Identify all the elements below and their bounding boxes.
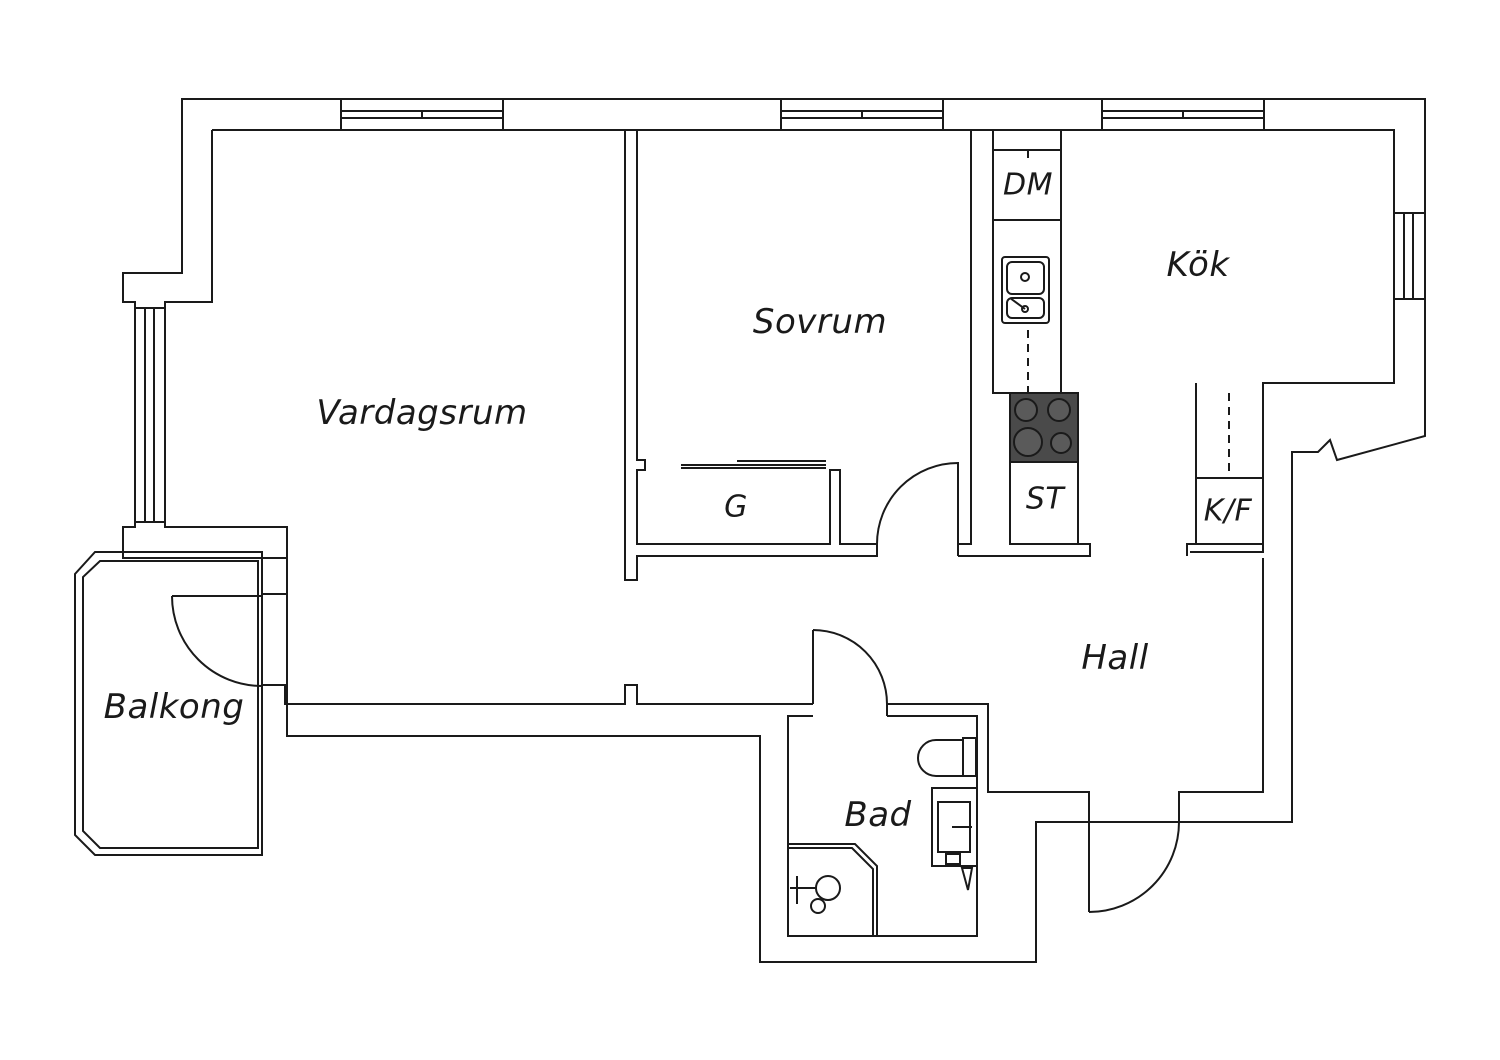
room-label-bad: Bad: [844, 795, 912, 835]
stove-icon: [1009, 392, 1079, 463]
room-label-dm: DM: [1003, 167, 1053, 203]
balcony-outer: [74, 551, 263, 856]
shower-icon: [790, 875, 841, 914]
room-label-balkong: Balkong: [103, 687, 245, 727]
shower-enclosure: [788, 843, 878, 936]
room-label-st: ST: [1025, 481, 1065, 517]
wall-kf-bottom: [1186, 543, 1263, 556]
window-icon: [340, 98, 504, 131]
toilet-icon: [917, 737, 977, 777]
window-icon: [1393, 212, 1426, 300]
wall-vardagsrum-sovrum: [624, 130, 878, 581]
room-label-g: G: [724, 489, 748, 525]
window-icon: [1101, 98, 1265, 131]
door-sovrum: [876, 461, 959, 545]
outer-wall: [122, 98, 1426, 963]
bathroom-walls: [787, 630, 978, 937]
door-entrance: [1088, 821, 1180, 913]
wall-sovrum-inner: [636, 130, 877, 545]
inner-wall-hall-bottom: [887, 703, 1090, 912]
window-icon: [134, 307, 166, 523]
window-icon: [780, 98, 944, 131]
wall-sovrum-right: [957, 130, 972, 556]
room-label-hall: Hall: [1081, 638, 1149, 678]
washbasin-icon: [931, 787, 978, 891]
sink-icon: [1001, 256, 1050, 324]
room-label-kok: Kök: [1166, 245, 1230, 285]
wall-kitchen-bottom: [958, 543, 1091, 557]
room-label-sovrum: Sovrum: [752, 302, 888, 342]
door-balcony: [171, 595, 263, 687]
inner-wall-hall-right: [1178, 558, 1264, 822]
room-label-vardagsrum: Vardagsrum: [316, 393, 528, 433]
door-bad: [812, 629, 888, 716]
room-label-kf: K/F: [1203, 493, 1253, 529]
balcony-inner: [82, 560, 259, 849]
